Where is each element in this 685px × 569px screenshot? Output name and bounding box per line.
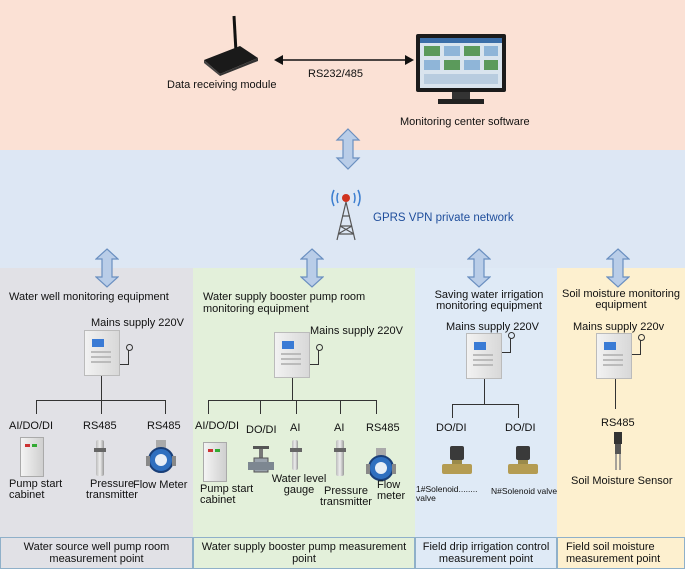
- panel4-power: Mains supply 220v: [573, 321, 665, 333]
- panel3-port-1: DO/DI: [436, 422, 467, 434]
- flow-meter-icon: [146, 440, 176, 473]
- panel2-port-1: AI/DO/DI: [195, 420, 240, 432]
- panel4-plug-icon: [632, 334, 645, 355]
- panel1-title: Water well monitoring equipment: [9, 291, 169, 303]
- panel4-port-1: RS485: [601, 417, 635, 429]
- panel1-port-1: AI/DO/DI: [9, 420, 54, 432]
- monitoring-center-band: [0, 0, 685, 150]
- pressure-transmitter-icon: [94, 440, 106, 476]
- panel3-footer: Field drip irrigation control measuremen…: [415, 537, 557, 569]
- panel-irrigation: [415, 268, 557, 569]
- link-label: RS232/485: [308, 68, 364, 80]
- network-band: [0, 150, 685, 268]
- panel1-device-3: Flow Meter: [133, 479, 188, 491]
- panel1-rtu-cabinet: [84, 330, 120, 376]
- panel1-plug-icon: [120, 344, 133, 365]
- panel2-footer: Water supply booster pump measurement po…: [193, 537, 415, 569]
- flow-meter-icon: [366, 448, 396, 481]
- panel1-device-2: Pressure transmitter: [86, 478, 138, 501]
- software-label: Monitoring center software: [400, 116, 530, 128]
- panel3-rtu-cabinet: [466, 333, 502, 379]
- panel4-rtu-cabinet: [596, 333, 632, 379]
- panel2-port-4: AI: [334, 422, 345, 434]
- panel1-port-3: RS485: [147, 420, 181, 432]
- panel1-port-2: RS485: [83, 420, 117, 432]
- panel3-title: Saving water irrigation monitoring equip…: [434, 289, 544, 312]
- pump-start-cabinet-icon: [20, 437, 44, 477]
- pump-start-cabinet-icon: [203, 442, 227, 482]
- water-level-gauge-icon: [290, 440, 302, 470]
- panel3-device-1: 1#Solenoid........ valve: [416, 484, 478, 503]
- panel2-power: Mains supply 220V: [310, 325, 403, 337]
- router-icon: [204, 15, 258, 76]
- panel4-arrow-icon: [606, 248, 630, 288]
- panel1-device-1: Pump start cabinet: [9, 478, 63, 501]
- link-arrow-icon: [274, 55, 414, 65]
- monitor-icon: [416, 34, 506, 104]
- panel3-plug-icon: [502, 332, 515, 353]
- receiver-label: Data receiving module: [167, 79, 277, 91]
- gate-valve-icon: [248, 446, 274, 473]
- panel2-device-1: Pump start cabinet: [200, 483, 254, 506]
- panel3-power: Mains supply 220V: [446, 321, 539, 333]
- panel2-title: Water supply booster pump room monitorin…: [203, 291, 366, 315]
- panel2-port-2: DO/DI: [246, 424, 277, 436]
- panel3-arrow-icon: [467, 248, 491, 288]
- panel2-rtu-cabinet: [274, 332, 310, 378]
- panel2-port-3: AI: [290, 422, 301, 434]
- uplink-arrow-icon: [335, 128, 361, 170]
- panel1-arrow-icon: [95, 248, 119, 288]
- panel2-port-5: RS485: [366, 422, 400, 434]
- panel4-footer: Field soil moisture measurement point: [557, 537, 685, 569]
- soil-moisture-sensor-icon: [614, 432, 622, 470]
- panel2-device-3: Pressure transmitter: [320, 485, 372, 508]
- panel2-arrow-icon: [300, 248, 324, 288]
- panel-water-well: [0, 268, 193, 569]
- panel4-title: Soil moisture monitoring equipment: [562, 288, 680, 311]
- panel2-device-2: Water level gauge: [271, 473, 327, 496]
- panel3-port-2: DO/DI: [505, 422, 536, 434]
- solenoid-valve-icon: [442, 446, 472, 474]
- panel1-power: Mains supply 220V: [91, 317, 184, 329]
- panel-booster-pump: [193, 268, 415, 569]
- panel-soil-moisture: [557, 268, 685, 569]
- tower-icon: [331, 189, 361, 241]
- panel3-device-2: N#Solenoid valve: [491, 486, 558, 496]
- panel4-device-1: Soil Moisture Sensor: [571, 475, 673, 487]
- pressure-transmitter-icon: [334, 440, 346, 476]
- panel2-plug-icon: [310, 344, 323, 365]
- panel1-footer: Water source well pump room measurement …: [0, 537, 193, 569]
- panel2-device-4: Flow meter: [377, 479, 406, 502]
- solenoid-valve-icon: [508, 446, 538, 474]
- network-label: GPRS VPN private network: [373, 212, 514, 224]
